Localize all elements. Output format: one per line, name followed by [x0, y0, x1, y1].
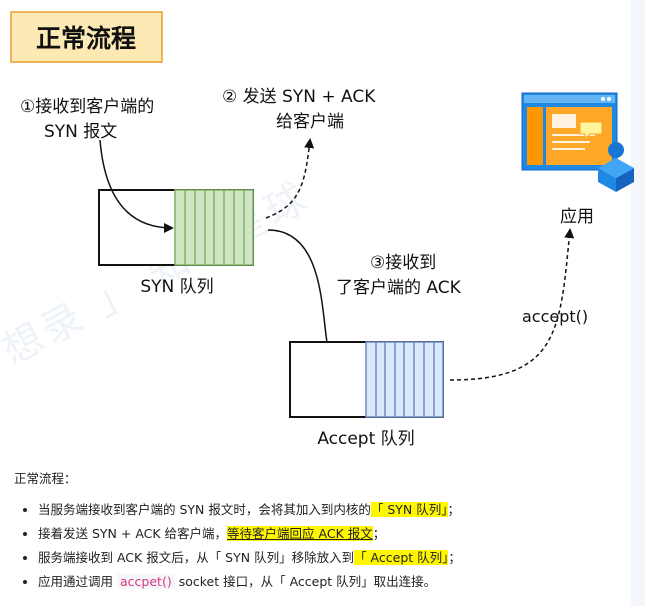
list-item: 当服务端接收到客户端的 SYN 报文时，会将其加入到内核的「 SYN 队列」； [38, 501, 629, 518]
notes-section: 正常流程： 当服务端接收到客户端的 SYN 报文时，会将其加入到内核的「 SYN… [14, 468, 629, 597]
step2-label-line1: ② 发送 SYN + ACK [222, 87, 376, 107]
diagram-title: 正常流程 [10, 11, 163, 63]
accept-queue [289, 341, 444, 418]
step2-label-line2: 给客户端 [276, 112, 344, 132]
notes-heading: 正常流程： [14, 471, 77, 486]
page-scroll-edge [631, 0, 645, 606]
list-item: 服务端接收到 ACK 报文后，从「 SYN 队列」移除放入到「 Accept 队… [38, 549, 629, 566]
syn-queue [98, 189, 254, 266]
arrow-receive-syn [99, 139, 174, 233]
syn-queue-label: SYN 队列 [140, 277, 213, 297]
application-window-icon [521, 92, 618, 171]
app-label: 应用 [560, 207, 594, 227]
arrow-accept-call [449, 228, 575, 381]
notes-list: 当服务端接收到客户端的 SYN 报文时，会将其加入到内核的「 SYN 队列」； … [14, 501, 629, 590]
inline-code: accpet() [117, 574, 175, 589]
arrow-send-syn-ack [265, 138, 315, 219]
svg-text:正常流程: 正常流程 [36, 24, 136, 53]
step1-label-line2: SYN 报文 [44, 122, 117, 142]
step3-label-line1: ③接收到 [370, 253, 436, 273]
accept-call-label: accept() [522, 307, 588, 326]
step1-label-line1: ①接收到客户端的 [20, 97, 154, 117]
user-icon [598, 142, 634, 192]
list-item: 接着发送 SYN + ACK 给客户端，等待客户端回应 ACK 报文； [38, 525, 629, 542]
step3-label-line2: 了客户端的 ACK [336, 278, 462, 298]
accept-queue-label: Accept 队列 [317, 429, 414, 449]
